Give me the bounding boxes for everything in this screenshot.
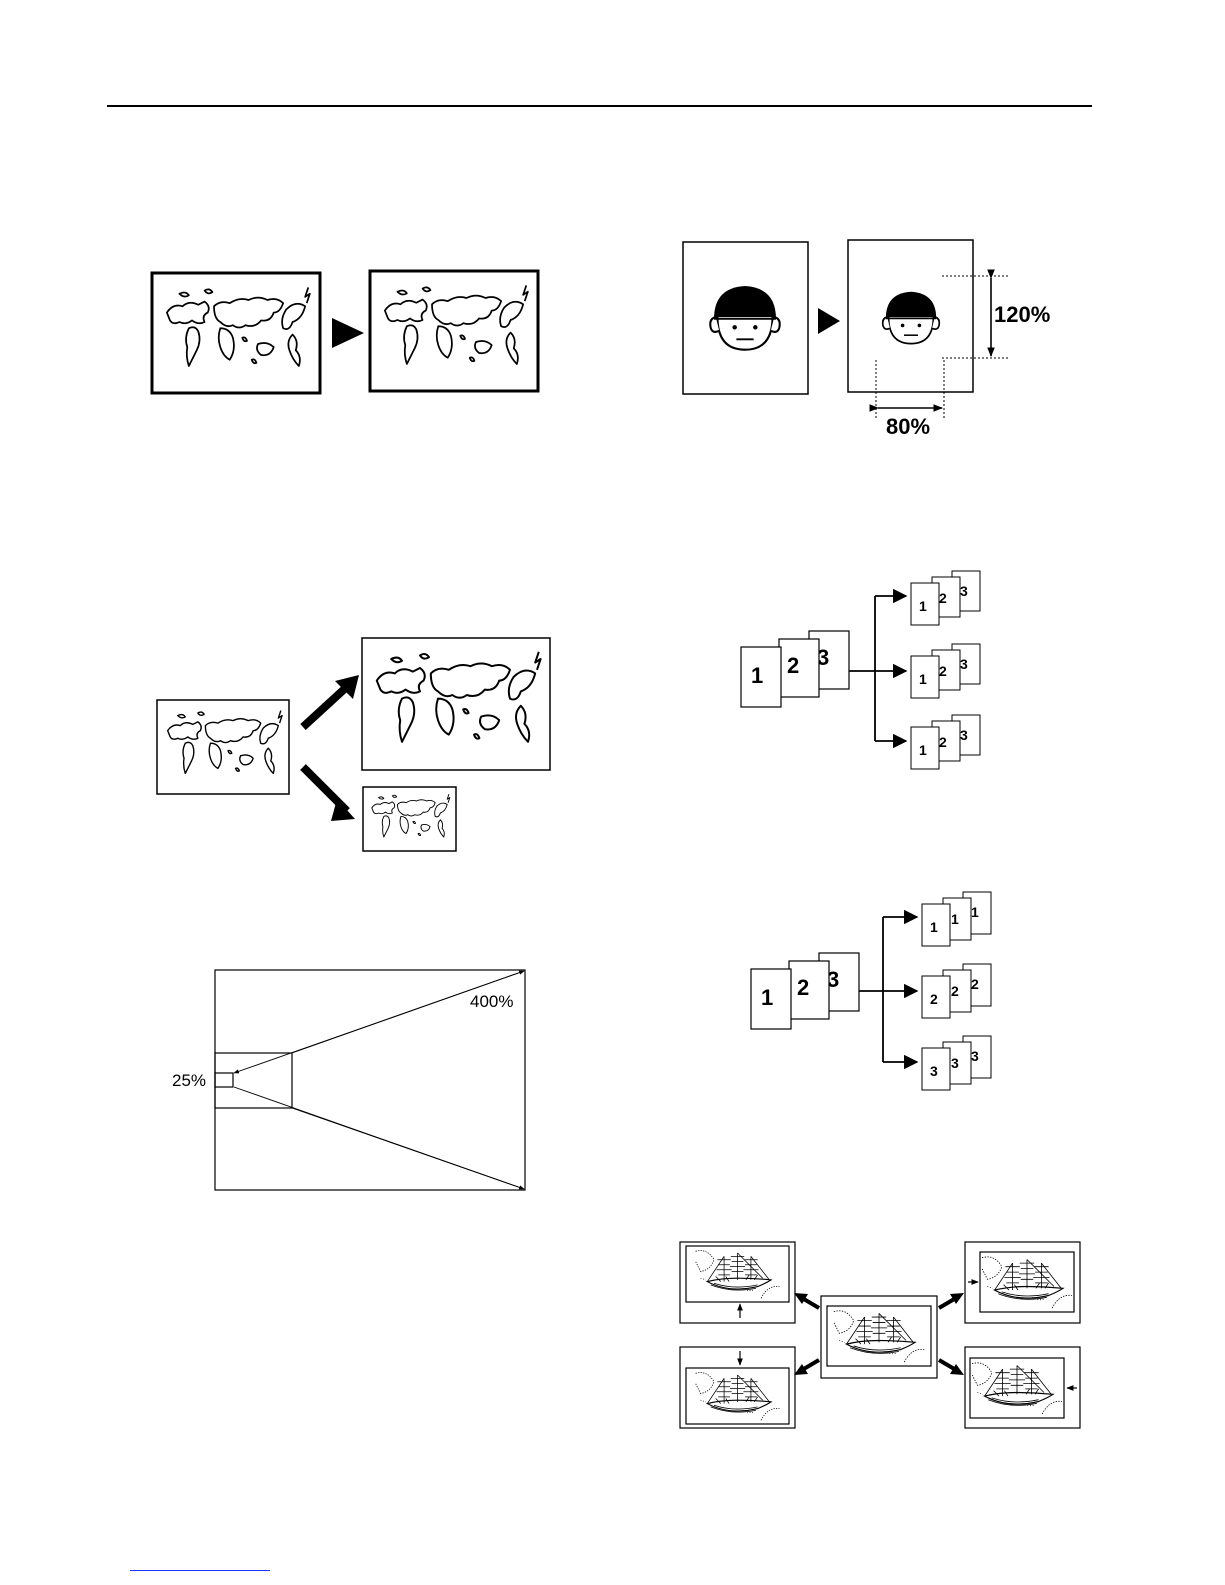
page-number: 1 bbox=[930, 919, 938, 935]
page-number: 3 bbox=[930, 1063, 938, 1079]
grouped-set-3: 3 3 3 bbox=[922, 1036, 991, 1090]
page-number: 2 bbox=[939, 663, 947, 679]
enlarge-reduce-figure bbox=[155, 635, 555, 855]
page-number: 1 bbox=[751, 663, 763, 688]
page-number: 1 bbox=[971, 904, 979, 920]
page-number: 2 bbox=[787, 653, 799, 678]
header-rule bbox=[107, 105, 1092, 107]
sorted-set-3: 3 2 1 bbox=[911, 715, 980, 769]
page-number: 3 bbox=[951, 1055, 959, 1071]
page-number: 2 bbox=[797, 975, 809, 1000]
page-number: 1 bbox=[919, 671, 927, 687]
map-copy-figure bbox=[148, 268, 544, 398]
sort-figure: 3 2 1 3 2 1 3 2 1 3 bbox=[735, 565, 1005, 775]
sort-original-stack: 3 2 1 bbox=[741, 631, 849, 707]
image-shift-figure bbox=[678, 1240, 1083, 1435]
triangle-arrow-icon bbox=[818, 308, 840, 334]
page-number: 2 bbox=[930, 991, 938, 1007]
page-number: 2 bbox=[971, 976, 979, 992]
page-number: 2 bbox=[939, 734, 947, 750]
page-number: 1 bbox=[951, 911, 959, 927]
page-number: 2 bbox=[951, 983, 959, 999]
group-figure: 3 2 1 1 1 1 2 2 2 3 bbox=[745, 885, 1015, 1100]
zoom-max-label: 400% bbox=[470, 992, 513, 1011]
xy-zoom-figure: 120% 80% bbox=[680, 236, 1080, 446]
sorted-set-1: 3 2 1 bbox=[911, 571, 980, 625]
page-number: 1 bbox=[919, 598, 927, 614]
group-original-stack: 3 2 1 bbox=[751, 953, 859, 1029]
page-number: 3 bbox=[960, 656, 968, 672]
page-number: 1 bbox=[761, 985, 773, 1010]
page-number: 2 bbox=[939, 590, 947, 606]
sorted-set-2: 3 2 1 bbox=[911, 644, 980, 698]
page-number: 1 bbox=[919, 742, 927, 758]
grouped-set-1: 1 1 1 bbox=[922, 892, 991, 946]
zoom-range-figure: 400% 25% bbox=[170, 965, 530, 1195]
zoom-min-label: 25% bbox=[172, 1071, 206, 1090]
vertical-ratio-label: 120% bbox=[994, 302, 1050, 327]
page-number: 3 bbox=[971, 1048, 979, 1064]
horizontal-ratio-label: 80% bbox=[886, 414, 930, 439]
page-number: 3 bbox=[960, 583, 968, 599]
footer-link-underline bbox=[130, 1570, 270, 1571]
grouped-set-2: 2 2 2 bbox=[922, 964, 991, 1018]
triangle-arrow-icon bbox=[332, 318, 364, 348]
page-number: 3 bbox=[960, 727, 968, 743]
